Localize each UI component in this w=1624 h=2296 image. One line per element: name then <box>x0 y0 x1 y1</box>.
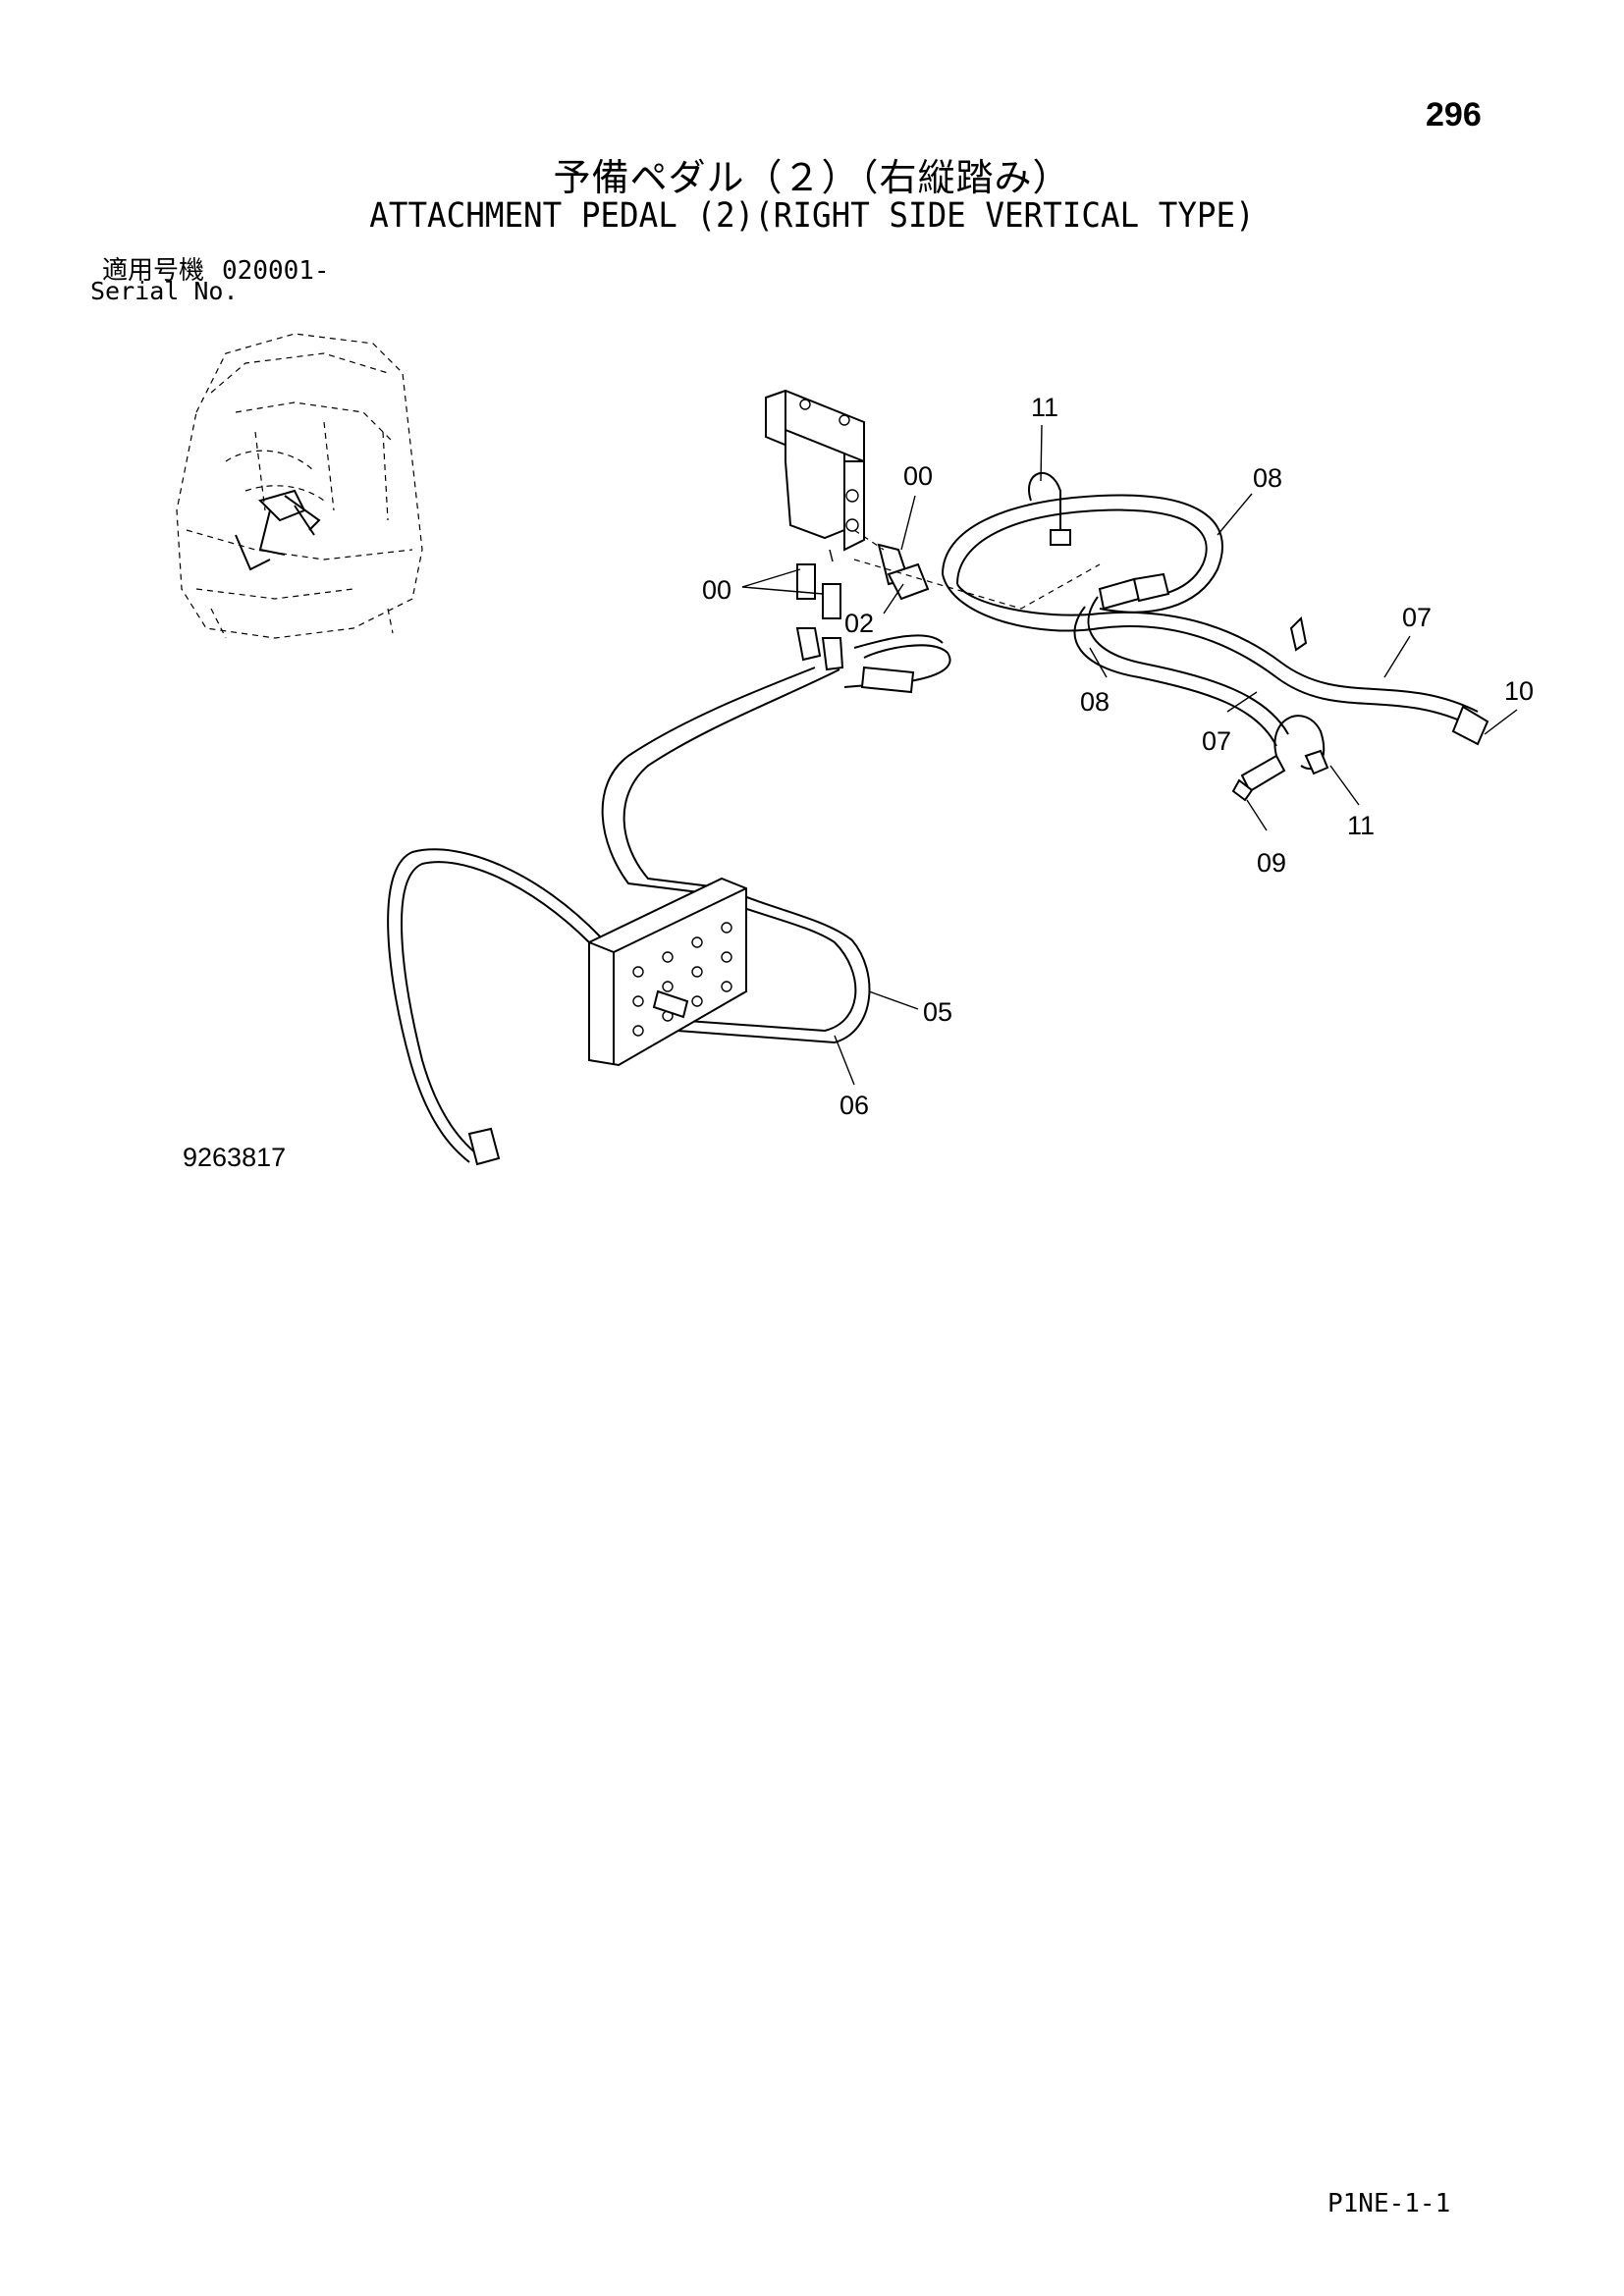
end-fitting-09 <box>1231 754 1286 802</box>
footer-page-code: P1NE-1-1 <box>1327 2189 1451 2218</box>
callout-02: 02 <box>844 609 874 638</box>
callout-08-lower: 08 <box>1080 687 1110 717</box>
cab-overview-sketch <box>176 333 423 639</box>
callout-06: 06 <box>839 1091 869 1120</box>
elbow-fittings <box>795 529 1101 671</box>
callout-09: 09 <box>1257 848 1286 878</box>
drawing-number: 9263817 <box>183 1143 287 1172</box>
serial-label-japanese: 適用号機 020001- <box>102 250 330 287</box>
page-title-english: ATTACHMENT PEDAL (2)(RIGHT SIDE VERTICAL… <box>369 196 1255 236</box>
callout-labels: 00 00 02 05 06 07 07 08 08 09 10 11 11 <box>702 393 1534 1120</box>
leader-lines <box>741 424 1518 1086</box>
callout-08-top: 08 <box>1253 463 1282 493</box>
callout-11-lower: 11 <box>1347 811 1375 840</box>
callout-00-left: 00 <box>702 575 731 605</box>
serial-label-english: Serial No. <box>90 277 239 305</box>
pilot-valve-block <box>765 389 865 562</box>
return-hoses <box>942 494 1489 747</box>
page-number: 296 <box>1426 96 1482 133</box>
serial-label-jp-text: 適用号機 <box>102 256 205 286</box>
page-title-japanese: 予備ペダル（２）（右縦踏み） <box>553 156 1071 199</box>
pedal-bracket <box>588 877 747 1067</box>
left-hose-with-end-fitting <box>387 848 602 1166</box>
callout-07-lower: 07 <box>1202 726 1231 756</box>
callout-00-top: 00 <box>903 461 933 491</box>
callout-05: 05 <box>923 997 952 1027</box>
callout-11-top: 11 <box>1031 393 1058 422</box>
callout-10: 10 <box>1504 676 1534 706</box>
callout-07-right: 07 <box>1402 603 1432 632</box>
serial-number-value: 020001- <box>222 256 330 286</box>
pilot-hoses <box>601 634 951 1044</box>
